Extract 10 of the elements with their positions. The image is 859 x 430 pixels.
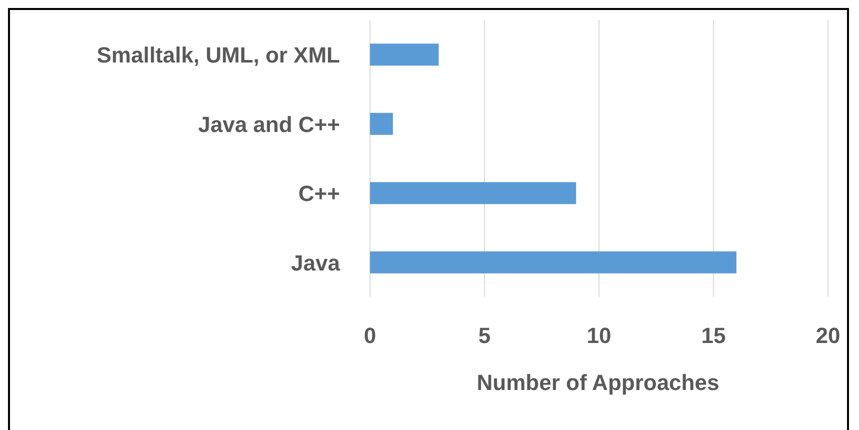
tick-label: 20 [816,323,840,348]
tick-label: 10 [586,323,612,348]
category-label: Java and C++ [198,112,340,137]
tick-label: 5 [478,323,491,348]
category-label: Java [291,250,340,276]
tick-label: 15 [701,323,726,348]
category-label: Smalltalk, UML, or XML [96,42,340,68]
category-label: C++ [298,181,340,206]
axis-title: Number of Approaches [476,370,720,395]
tick-label: 0 [364,323,376,348]
